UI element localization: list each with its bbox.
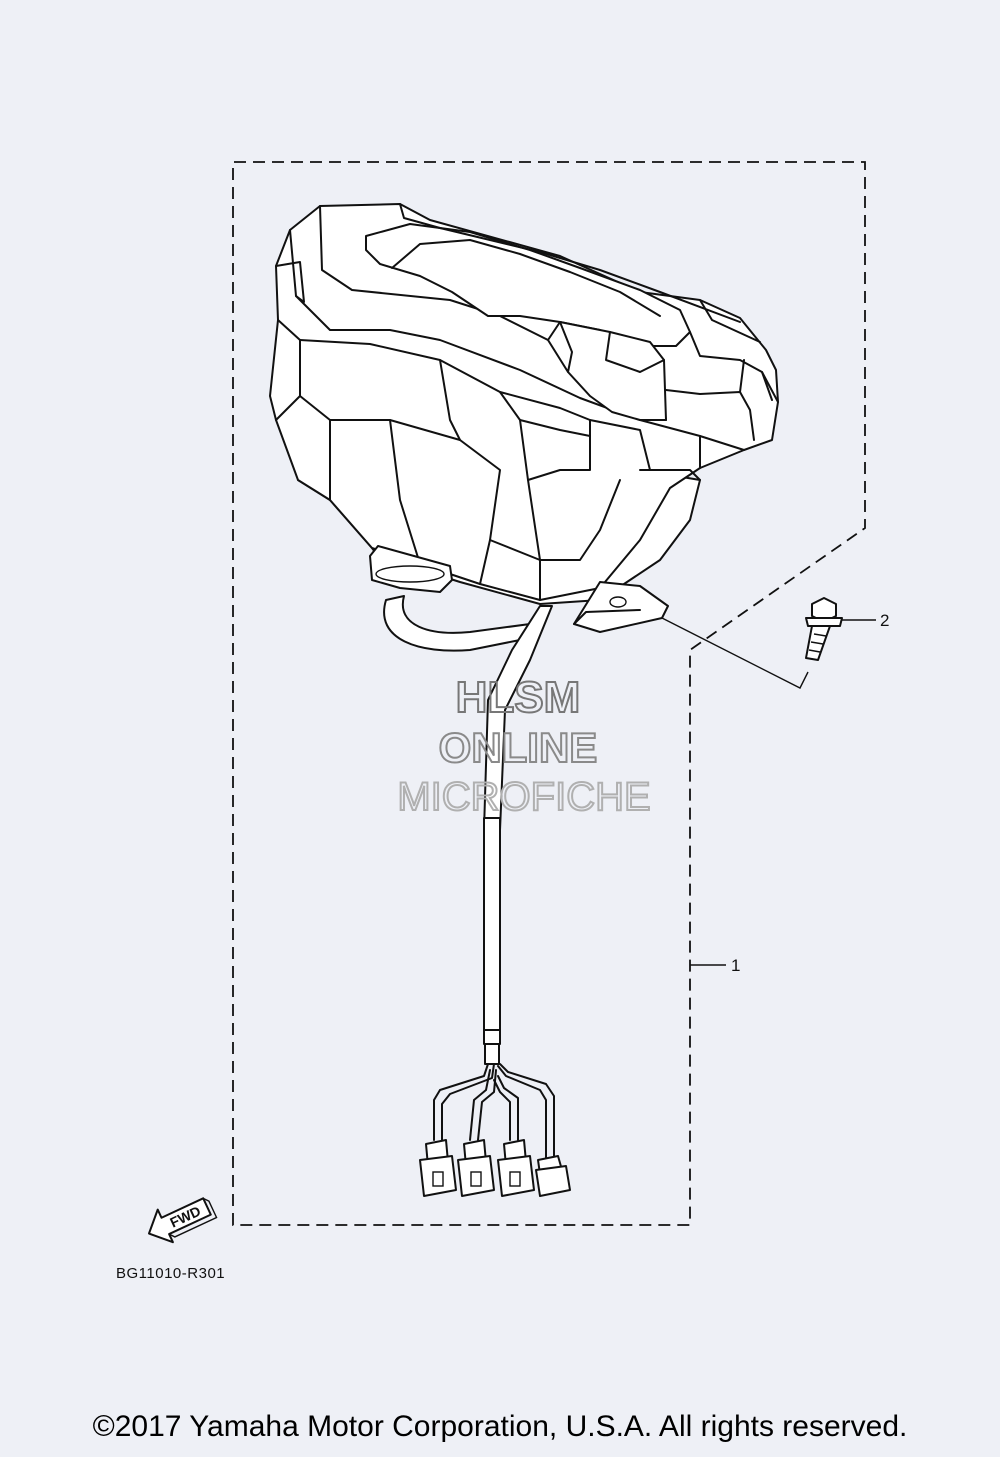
callout-number-2: 2: [880, 611, 889, 630]
forward-direction-arrow: FWD: [147, 1197, 218, 1244]
connector-1: [419, 1139, 457, 1197]
svg-text:ONLINE: ONLINE: [439, 724, 598, 771]
connector-4: [535, 1155, 571, 1197]
assembly-boundary: [232, 161, 866, 1226]
wire-harness: [433, 605, 555, 1161]
diagram-code: BG11010-R301: [116, 1265, 225, 1282]
watermark: HLSM ONLINE MICROFICHE: [396, 672, 651, 820]
meter-assembly: [269, 203, 779, 652]
leader-line-2: [661, 617, 809, 689]
connector-2: [457, 1139, 495, 1197]
svg-text:HLSM: HLSM: [456, 673, 581, 722]
svg-text:MICROFICHE: MICROFICHE: [397, 775, 650, 819]
bolt-part: [805, 597, 843, 661]
callout-number-1: 1: [731, 956, 740, 975]
connector-3: [497, 1139, 535, 1197]
copyright-notice: ©2017 Yamaha Motor Corporation, U.S.A. A…: [92, 1410, 908, 1443]
